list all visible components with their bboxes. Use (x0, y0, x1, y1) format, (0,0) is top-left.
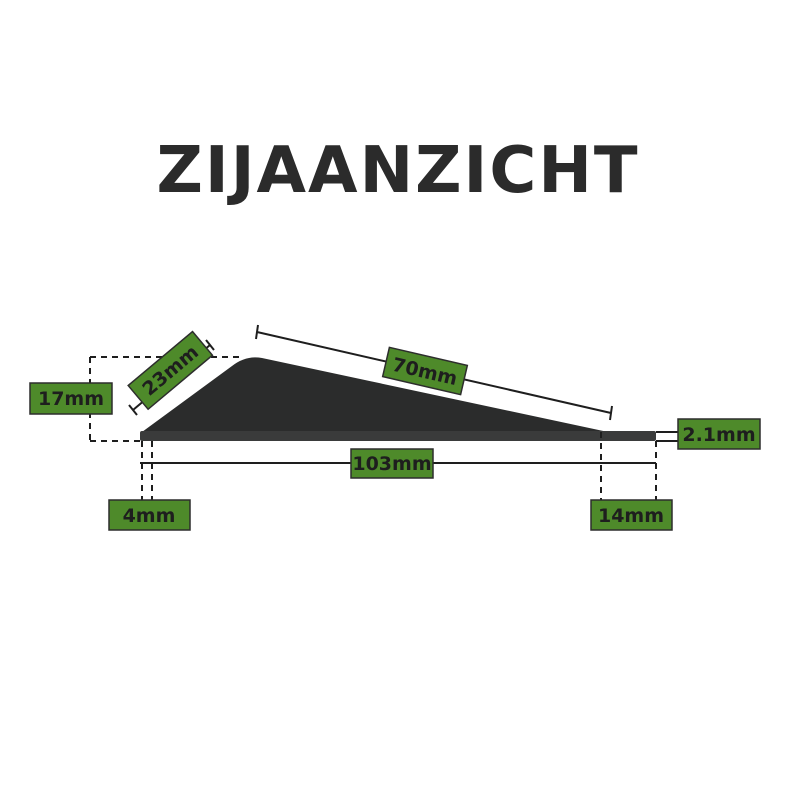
label-right-edge: 14mm (590, 499, 673, 531)
label-total-length-text: 103mm (352, 453, 431, 475)
label-short-slope: 23mm (127, 330, 214, 411)
label-left-edge-text: 4mm (123, 505, 176, 527)
part-base-strip (140, 431, 656, 441)
label-thickness-text: 2.1mm (682, 424, 755, 446)
label-left-edge: 4mm (108, 499, 191, 531)
label-right-edge-text: 14mm (598, 505, 664, 527)
height-dimension (89, 356, 240, 442)
label-height: 17mm (29, 382, 113, 415)
label-thickness: 2.1mm (677, 418, 761, 450)
part-wedge (142, 357, 608, 432)
thickness-dimension (656, 431, 680, 442)
extension-lines (141, 432, 657, 500)
label-total-length: 103mm (350, 448, 434, 479)
label-height-text: 17mm (38, 388, 104, 410)
diagram-title: ZIJAANZICHT (156, 134, 639, 208)
part-profile (140, 357, 656, 441)
